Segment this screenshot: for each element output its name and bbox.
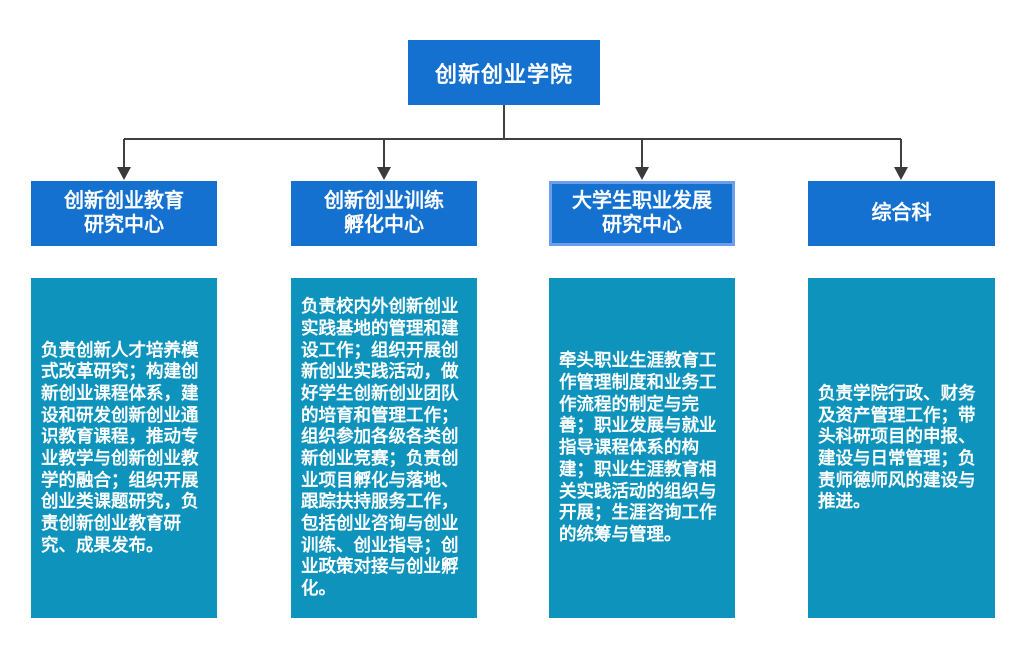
arrowhead-icon — [894, 167, 908, 180]
arrowhead-icon — [377, 167, 391, 180]
department-column-general-affairs: 综合科 负责学院行政、财务及资产管理工作；带头科研项目的申报、建设与日常管理；负… — [808, 181, 995, 618]
dept-title-line: 创新创业教育 — [64, 189, 184, 212]
dept-node-training-incubation-center[interactable]: 创新创业训练 孵化中心 — [291, 181, 477, 246]
dept-description-panel[interactable]: 牵头职业生涯教育工作管理制度和业务工作流程的制定与完善；职业发展与就业指导课程体… — [549, 278, 735, 618]
department-column-training-incubation: 创新创业训练 孵化中心 负责校内外创新创业实践基地的管理和建设工作；组织开展创新… — [291, 181, 477, 618]
department-column-career-development: 大学生职业发展 研究中心 牵头职业生涯教育工作管理制度和业务工作流程的制定与完善… — [549, 181, 735, 618]
arrowhead-icon — [117, 167, 131, 180]
dept-title-line: 研究中心 — [602, 213, 682, 236]
dept-node-education-research-center[interactable]: 创新创业教育 研究中心 — [31, 181, 217, 246]
dept-description-text: 负责校内外创新创业实践基地的管理和建设工作；组织开展创新创业实践活动，做好学生创… — [301, 296, 459, 599]
dept-description-panel[interactable]: 负责校内外创新创业实践基地的管理和建设工作；组织开展创新创业实践活动，做好学生创… — [291, 278, 477, 618]
arrowhead-icon — [635, 167, 649, 180]
department-column-education-research: 创新创业教育 研究中心 负责创新人才培养模式改革研究；构建创新创业课程体系，建设… — [31, 181, 217, 618]
dept-description-text: 负责学院行政、财务及资产管理工作；带头科研项目的申报、建设与日常管理；负责师德师… — [818, 382, 976, 512]
dept-node-career-development-center[interactable]: 大学生职业发展 研究中心 — [549, 181, 735, 246]
dept-description-panel[interactable]: 负责创新人才培养模式改革研究；构建创新创业课程体系，建设和研发创新创业通识教育课… — [31, 278, 217, 618]
root-node-label: 创新创业学院 — [434, 61, 573, 87]
dept-title-line: 孵化中心 — [344, 213, 424, 236]
dept-description-panel[interactable]: 负责学院行政、财务及资产管理工作；带头科研项目的申报、建设与日常管理；负责师德师… — [808, 278, 995, 618]
dept-title-line: 大学生职业发展 — [572, 189, 712, 212]
dept-node-general-affairs-section[interactable]: 综合科 — [808, 181, 995, 246]
dept-title-line: 综合科 — [871, 201, 932, 224]
dept-description-text: 牵头职业生涯教育工作管理制度和业务工作流程的制定与完善；职业发展与就业指导课程体… — [559, 350, 717, 544]
dept-description-text: 负责创新人才培养模式改革研究；构建创新创业课程体系，建设和研发创新创业通识教育课… — [41, 339, 199, 555]
dept-title-line: 创新创业训练 — [324, 189, 444, 212]
dept-title-line: 研究中心 — [84, 213, 164, 236]
root-node-college[interactable]: 创新创业学院 — [408, 40, 600, 105]
